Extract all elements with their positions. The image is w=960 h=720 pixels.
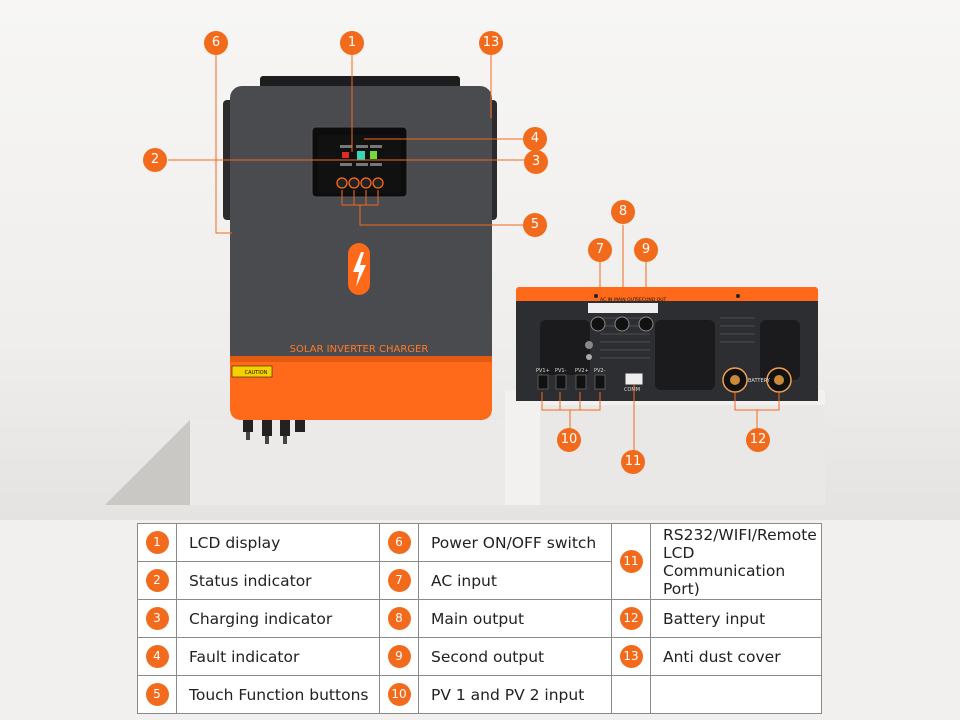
legend-number-2: 2 bbox=[145, 569, 169, 592]
legend-label-4: Fault indicator bbox=[176, 637, 380, 676]
ac-in-label: AC IN bbox=[600, 297, 612, 303]
legend-number-1: 1 bbox=[145, 531, 169, 554]
legend-label-9: Second output bbox=[418, 637, 612, 676]
caution-label: CAUTION bbox=[245, 370, 268, 376]
product-drawing: AC IN MAIN OUT SECOND OUT PV1+ PV1- PV2+… bbox=[105, 55, 825, 505]
legend-label-13: Anti dust cover bbox=[650, 637, 822, 676]
inverter-front-unit bbox=[223, 76, 497, 444]
legend-label-1: LCD display bbox=[176, 523, 380, 562]
legend-label-3: Charging indicator bbox=[176, 599, 380, 638]
callout-badge-10: 10 bbox=[557, 428, 581, 452]
legend-empty-cell bbox=[611, 675, 651, 714]
second-out-label: SECOND OUT bbox=[636, 297, 666, 303]
legend-number-5: 5 bbox=[145, 683, 169, 706]
battery-label: BATTERY bbox=[748, 378, 771, 384]
legend-label-7: AC input bbox=[418, 561, 612, 600]
table-row: 4 Fault indicator 9 Second output 13 Ant… bbox=[137, 637, 822, 676]
table-row: 3 Charging indicator 8 Main output 12 Ba… bbox=[137, 599, 822, 638]
pv1-neg-label: PV1- bbox=[555, 368, 567, 374]
legend-number-11: 11 bbox=[619, 550, 643, 573]
legend-label-8: Main output bbox=[418, 599, 612, 638]
callout-badge-1: 1 bbox=[340, 31, 364, 55]
callout-badge-3: 3 bbox=[524, 150, 548, 174]
legend-number-13: 13 bbox=[619, 645, 643, 668]
main-out-label: MAIN OUT bbox=[614, 297, 637, 303]
legend-number-4: 4 bbox=[145, 645, 169, 668]
legend-number-3: 3 bbox=[145, 607, 169, 630]
product-illustration: AC IN MAIN OUT SECOND OUT PV1+ PV1- PV2+… bbox=[0, 0, 960, 520]
legend-number-12: 12 bbox=[619, 607, 643, 630]
legend-label-6: Power ON/OFF switch bbox=[418, 523, 612, 562]
legend-number-6: 6 bbox=[387, 531, 411, 554]
pv2-neg-label: PV2- bbox=[594, 368, 606, 374]
legend-empty-cell bbox=[650, 675, 822, 714]
pv1-pos-label: PV1+ bbox=[536, 368, 550, 374]
pv2-pos-label: PV2+ bbox=[575, 368, 589, 374]
callout-badge-8: 8 bbox=[611, 200, 635, 224]
callout-badge-13: 13 bbox=[479, 31, 503, 55]
callout-leader-lines bbox=[168, 55, 780, 450]
callout-badge-11: 11 bbox=[621, 450, 645, 474]
callout-badge-7: 7 bbox=[588, 238, 612, 262]
legend-number-9: 9 bbox=[387, 645, 411, 668]
legend-label-10: PV 1 and PV 2 input bbox=[418, 675, 612, 714]
comm-label: COMM bbox=[624, 387, 640, 393]
display-pedestal bbox=[105, 390, 825, 505]
parts-legend-table: 1 LCD display 6 Power ON/OFF switch 11 R… bbox=[137, 523, 822, 714]
callout-badge-12: 12 bbox=[746, 428, 770, 452]
product-name-label: SOLAR INVERTER CHARGER bbox=[290, 344, 429, 355]
table-row: 2 Status indicator 7 AC input bbox=[137, 561, 822, 600]
legend-number-8: 8 bbox=[387, 607, 411, 630]
callout-badge-6: 6 bbox=[204, 31, 228, 55]
legend-label-2: Status indicator bbox=[176, 561, 380, 600]
callout-badge-9: 9 bbox=[634, 238, 658, 262]
legend-number-7: 7 bbox=[387, 569, 411, 592]
legend-label-5: Touch Function buttons bbox=[176, 675, 380, 714]
callout-badge-5: 5 bbox=[523, 213, 547, 237]
table-row: 1 LCD display 6 Power ON/OFF switch 11 R… bbox=[137, 523, 822, 600]
callout-badge-4: 4 bbox=[523, 127, 547, 151]
legend-number-10: 10 bbox=[387, 683, 411, 706]
legend-label-11: RS232/WIFI/Remote LCD Communication Port… bbox=[650, 523, 822, 600]
table-row: 5 Touch Function buttons 10 PV 1 and PV … bbox=[137, 675, 822, 714]
inverter-bottom-view bbox=[516, 287, 818, 401]
callout-badge-2: 2 bbox=[143, 148, 167, 172]
legend-label-12: Battery input bbox=[650, 599, 822, 638]
